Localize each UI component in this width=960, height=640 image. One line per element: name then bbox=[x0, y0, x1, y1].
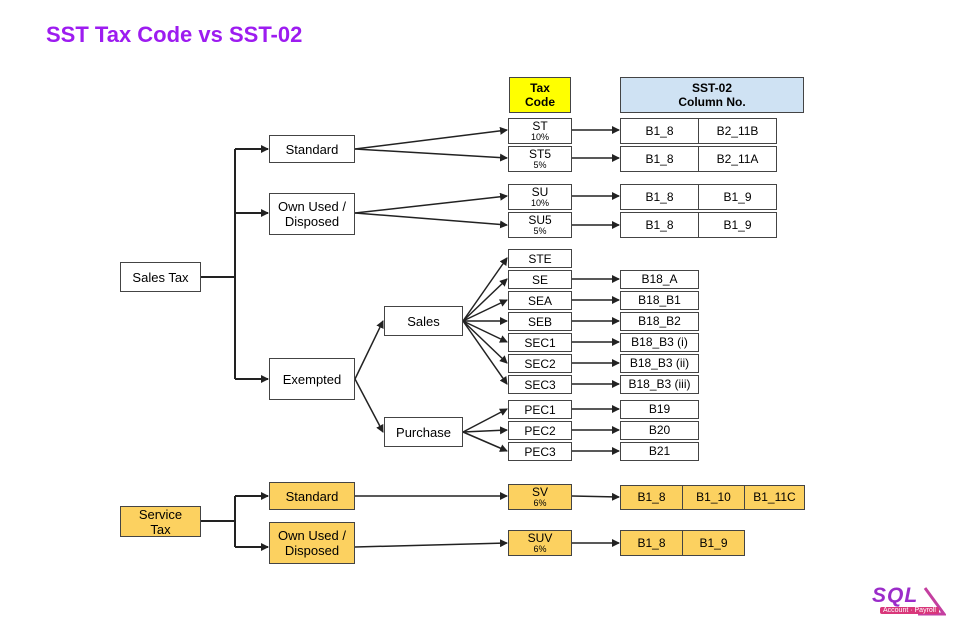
tax-code-st5: ST5 5% bbox=[508, 146, 572, 172]
tax-code-pec2: PEC2 bbox=[508, 421, 572, 440]
sales-node: Sales bbox=[384, 306, 463, 336]
tax-rate: 6% bbox=[533, 497, 547, 508]
tax-code-sec2: SEC2 bbox=[508, 354, 572, 373]
tax-code-sea: SEA bbox=[508, 291, 572, 310]
sst02-column-header: SST-02 Column No. bbox=[620, 77, 804, 113]
column-cell: B1_10 bbox=[682, 485, 745, 510]
column-cell: B1_9 bbox=[682, 530, 745, 556]
column-cell: B2_11A bbox=[698, 146, 777, 172]
tax-code-seb: SEB bbox=[508, 312, 572, 331]
tax-code-suv: SUV 6% bbox=[508, 530, 572, 556]
logo-subtitle: Account · Payroll bbox=[880, 607, 939, 614]
column-cell: B18_B3 (i) bbox=[620, 333, 699, 352]
tax-rate: 6% bbox=[533, 543, 547, 554]
tax-code-header: Tax Code bbox=[509, 77, 571, 113]
column-cell: B1_8 bbox=[620, 184, 699, 210]
column-cell: B1_8 bbox=[620, 146, 699, 172]
tax-code-sec1: SEC1 bbox=[508, 333, 572, 352]
column-cell: B1_8 bbox=[620, 212, 699, 238]
column-cell: B20 bbox=[620, 421, 699, 440]
tax-code-se: SE bbox=[508, 270, 572, 289]
service-standard-node: Standard bbox=[269, 482, 355, 510]
tax-code-sec3: SEC3 bbox=[508, 375, 572, 394]
tax-code-ste: STE bbox=[508, 249, 572, 268]
service-own-used-node: Own Used / Disposed bbox=[269, 522, 355, 564]
sales-tax-node: Sales Tax bbox=[120, 262, 201, 292]
tax-code-st: ST 10% bbox=[508, 118, 572, 144]
tax-code-pec1: PEC1 bbox=[508, 400, 572, 419]
tax-code-label: SU5 bbox=[528, 212, 552, 227]
standard-node: Standard bbox=[269, 135, 355, 163]
column-cell: B18_B1 bbox=[620, 291, 699, 310]
purchase-node: Purchase bbox=[384, 417, 463, 447]
page-title: SST Tax Code vs SST-02 bbox=[46, 22, 303, 47]
column-cell: B21 bbox=[620, 442, 699, 461]
tax-code-label: ST bbox=[532, 118, 548, 133]
column-cell: B1_11C bbox=[744, 485, 805, 510]
tax-rate: 10% bbox=[530, 197, 549, 208]
tax-code-label: SU bbox=[531, 184, 549, 199]
tax-rate: 10% bbox=[530, 131, 549, 142]
column-cell: B1_9 bbox=[698, 212, 777, 238]
exempted-node: Exempted bbox=[269, 358, 355, 400]
column-cell: B1_8 bbox=[620, 530, 683, 556]
column-cell: B19 bbox=[620, 400, 699, 419]
tax-code-sv: SV 6% bbox=[508, 484, 572, 510]
column-cell: B18_B3 (ii) bbox=[620, 354, 699, 373]
column-cell: B18_A bbox=[620, 270, 699, 289]
tax-code-label: ST5 bbox=[528, 146, 551, 161]
column-cell: B2_11B bbox=[698, 118, 777, 144]
logo-mark-icon bbox=[918, 587, 946, 616]
tax-code-pec3: PEC3 bbox=[508, 442, 572, 461]
logo-wordmark: SQL bbox=[872, 584, 919, 607]
own-used-disposed-node: Own Used / Disposed bbox=[269, 193, 355, 235]
column-cell: B1_8 bbox=[620, 485, 683, 510]
tax-rate: 5% bbox=[533, 159, 547, 170]
column-cell: B1_8 bbox=[620, 118, 699, 144]
tax-code-label: SUV bbox=[527, 530, 553, 545]
tax-code-su: SU 10% bbox=[508, 184, 572, 210]
tax-rate: 5% bbox=[533, 225, 547, 236]
column-cell: B18_B2 bbox=[620, 312, 699, 331]
tax-code-su5: SU5 5% bbox=[508, 212, 572, 238]
column-cell: B18_B3 (iii) bbox=[620, 375, 699, 394]
tax-code-label: SV bbox=[531, 484, 548, 499]
service-tax-node: Service Tax bbox=[120, 506, 201, 537]
column-cell: B1_9 bbox=[698, 184, 777, 210]
